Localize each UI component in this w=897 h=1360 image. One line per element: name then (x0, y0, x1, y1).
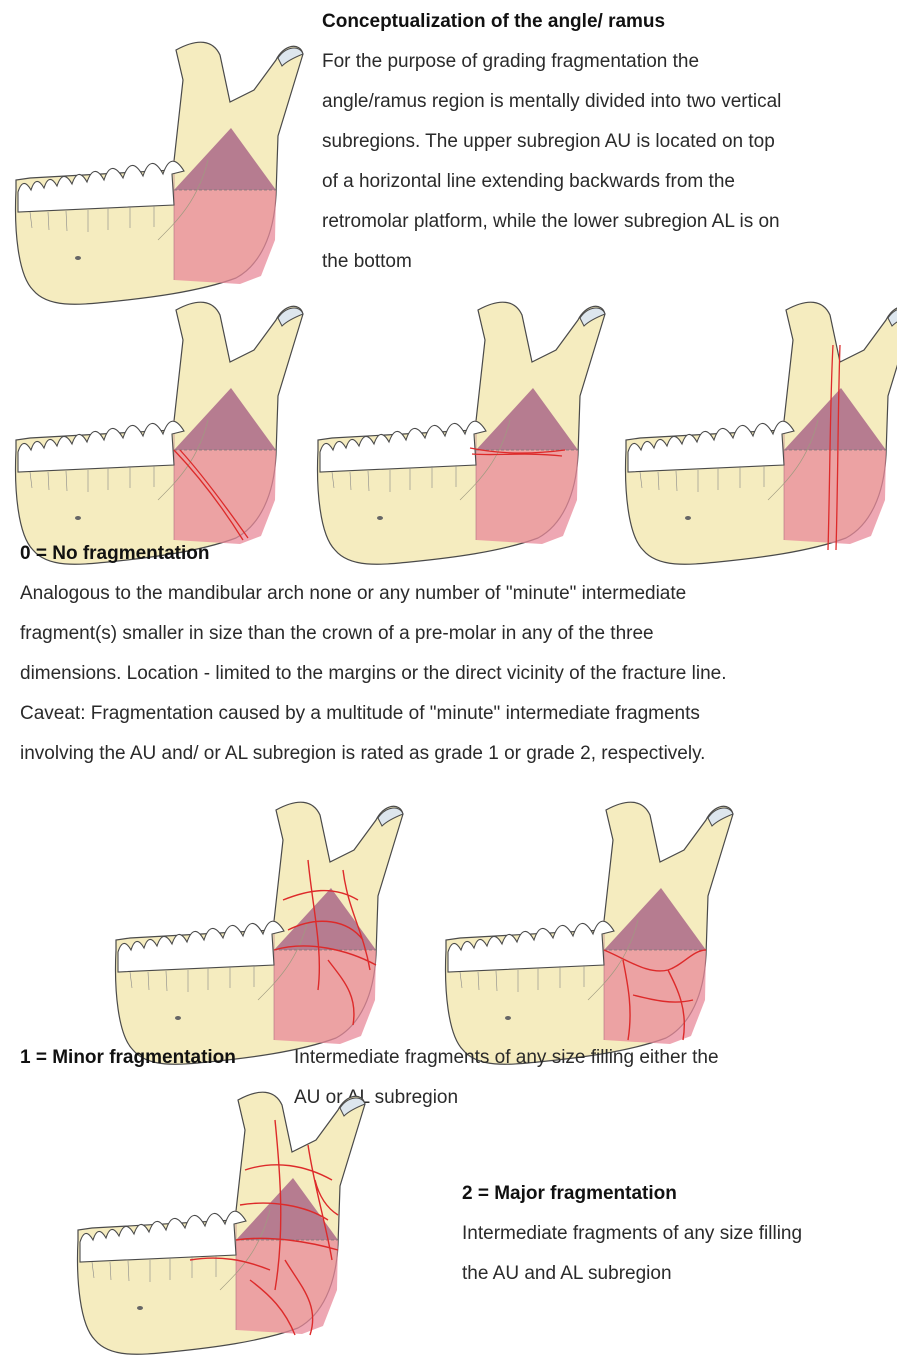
grade0-line-1: Analogous to the mandibular arch none or… (20, 574, 886, 614)
concept-heading: Conceptualization of the angle/ ramus (322, 2, 882, 42)
mandible-grade1-figure-2 (438, 800, 738, 1070)
concept-text-block: Conceptualization of the angle/ ramus Fo… (322, 2, 882, 282)
concept-line-3: subregions. The upper subregion AU is lo… (322, 122, 882, 162)
grade2-heading: 2 = Major fragmentation (462, 1174, 892, 1214)
grade0-line-3: dimensions. Location - limited to the ma… (20, 654, 886, 694)
grade0-line-5: involving the AU and/ or AL subregion is… (20, 734, 886, 774)
grade1-heading: 1 = Minor fragmentation (20, 1038, 236, 1078)
concept-line-4: of a horizontal line extending backwards… (322, 162, 882, 202)
grade1-line-1: Intermediate fragments of any size filli… (294, 1038, 876, 1078)
concept-line-2: angle/ramus region is mentally divided i… (322, 82, 882, 122)
mandible-concept-figure (8, 40, 308, 310)
concept-line-5: retromolar platform, while the lower sub… (322, 202, 882, 242)
grade0-line-2: fragment(s) smaller in size than the cro… (20, 614, 886, 654)
grade2-line-2: the AU and AL subregion (462, 1254, 892, 1294)
grade2-line-1: Intermediate fragments of any size filli… (462, 1214, 892, 1254)
concept-line-6: the bottom (322, 242, 882, 282)
concept-line-1: For the purpose of grading fragmentation… (322, 42, 882, 82)
grade1-line-2: AU or AL subregion (294, 1078, 876, 1118)
grade2-text-block: 2 = Major fragmentation Intermediate fra… (462, 1174, 892, 1294)
mandible-grade1-figure-1 (108, 800, 408, 1070)
mandible-grade2-figure (70, 1090, 370, 1360)
grade0-text-block: 0 = No fragmentation Analogous to the ma… (20, 534, 886, 774)
grade0-heading: 0 = No fragmentation (20, 534, 886, 574)
mandible-grade0-figure-3 (618, 300, 897, 570)
mandible-grade0-figure-1 (8, 300, 308, 570)
mandible-grade0-figure-2 (310, 300, 610, 570)
grade0-line-4: Caveat: Fragmentation caused by a multit… (20, 694, 886, 734)
